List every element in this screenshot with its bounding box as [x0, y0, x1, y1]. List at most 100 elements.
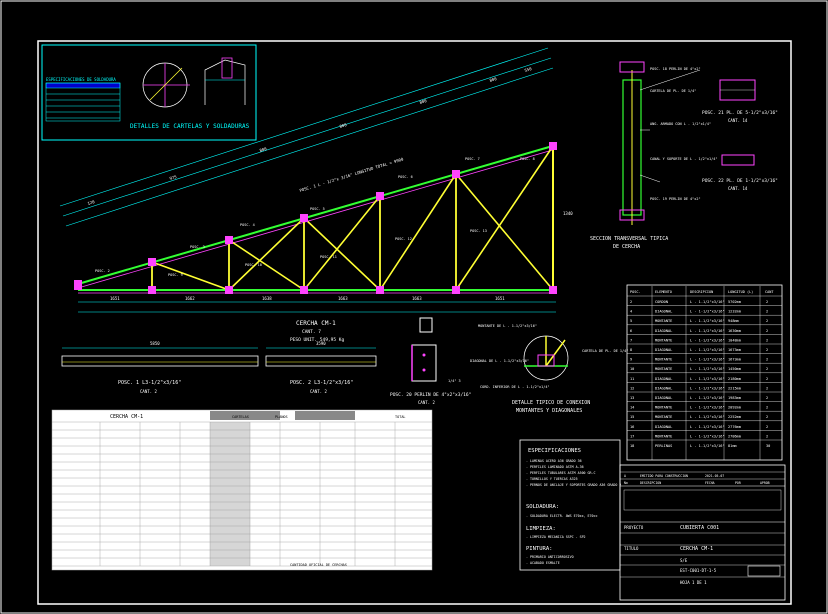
dim-top-label: 975 — [169, 174, 178, 181]
diagonal-member — [455, 173, 554, 291]
el-cell: 2 — [630, 300, 632, 304]
el-cell: 11 — [630, 377, 634, 381]
svg-text:2021-05-07: 2021-05-07 — [705, 474, 724, 478]
el-cell: 8 — [630, 348, 632, 352]
el-cell: CORDON — [655, 300, 668, 304]
member-label: POSC. 4 — [240, 223, 255, 227]
dim-top-label: 120 — [87, 199, 96, 206]
gusset-nodes — [74, 142, 557, 294]
dim-bottom-label: 1663 — [412, 296, 422, 301]
plate-detail-2: POSC. 22 PL. DE 1-1/2"x3/16" CANT. 14 — [702, 154, 778, 191]
el-cell: 948mm — [728, 319, 739, 323]
svg-text:APROB: APROB — [760, 481, 770, 485]
el-cell: 81mm — [728, 444, 737, 448]
member-label: POSC. 9 — [168, 273, 183, 277]
svg-text:TITULO: TITULO — [624, 546, 639, 551]
svg-text:LONGITUD (L): LONGITUD (L) — [728, 290, 753, 294]
el-cell: 1232mm — [728, 310, 741, 314]
svg-text:PROYECTO: PROYECTO — [624, 525, 644, 530]
svg-text:POSC.: POSC. — [630, 290, 641, 294]
el-cell: DIAGONAL — [655, 329, 672, 333]
truss-weight: PESO UNIT. 549,95 Kg — [290, 337, 344, 343]
top-chord-label: POSC. 1 L - 1/2"x 3/16" LONGITUD TOTAL =… — [299, 156, 405, 193]
el-cell: L - 1-1/2"x3/16" — [690, 310, 725, 314]
plate-detail-1: POSC. 21 PL. DE 5-1/2"x3/16" CANT. 14 — [702, 79, 778, 123]
posc2-label: POSC. 2 L3-1/2"x3/16" — [290, 380, 353, 386]
el-cell: MONTANTE — [655, 338, 672, 342]
diagonal-member — [228, 239, 305, 291]
el-cell: 17 — [630, 434, 634, 438]
el-cell: 2 — [766, 415, 768, 419]
el-cell: 2 — [766, 310, 768, 314]
svg-text:CANT. 14: CANT. 14 — [728, 186, 748, 191]
svg-text:- PERFILES TUBULARES ASTM A500: - PERFILES TUBULARES ASTM A500 GR.C — [526, 471, 595, 475]
el-cell: L - 1-1/2"x3/16" — [690, 348, 725, 352]
el-cell: 14 — [630, 406, 634, 410]
posc1-label: POSC. 1 L3-1/2"x3/16" — [118, 380, 181, 386]
el-cell: 10 — [630, 367, 634, 371]
el-cell: 16 — [630, 425, 634, 429]
svg-text:- SOLDADURA ELECTR. AWS E70xx,: - SOLDADURA ELECTR. AWS E70xx, E70cc — [526, 514, 597, 518]
quantities-table: CERCHA CM-1 CARTELAS PLANOS TOTAL CANTID… — [51, 409, 433, 571]
el-cell: DIAGONAL — [655, 425, 672, 429]
el-cell: 2786mm — [728, 434, 741, 438]
connection-detail: MONTANTE DE L - 1-1/2"x3/16" DIAGONAL DE… — [470, 324, 628, 414]
svg-text:CANT: CANT — [765, 290, 774, 294]
el-cell: 1048mm — [728, 338, 741, 342]
el-cell: DIAGONAL — [655, 386, 672, 390]
el-cell: DIAGONAL — [655, 396, 672, 400]
el-cell: 2 — [766, 319, 768, 323]
el-cell: DIAGONAL — [655, 348, 672, 352]
svg-text:DESCRIPCION: DESCRIPCION — [690, 290, 713, 294]
el-cell: 2 — [766, 300, 768, 304]
member-label: POSC. 8 — [520, 157, 535, 161]
svg-text:No: No — [624, 481, 628, 485]
el-cell: 13 — [630, 396, 634, 400]
svg-text:- LIMPIEZA MECANICA SSPC - SP2: - LIMPIEZA MECANICA SSPC - SP2 — [526, 535, 586, 539]
dim-bottom-label: 1663 — [338, 296, 348, 301]
el-cell: 18 — [630, 444, 634, 448]
diagonal-member — [455, 145, 554, 291]
weld-table — [45, 82, 121, 122]
section-note: POSC. 19 PERLIN DE 4"x2" — [650, 197, 701, 201]
svg-text:FECHA: FECHA — [705, 481, 715, 485]
el-cell: 6 — [630, 329, 632, 333]
el-cell: PERLINAS — [655, 444, 672, 448]
member-label: POSC. 13 — [470, 229, 487, 233]
dim-top-label: 800 — [419, 98, 428, 105]
svg-text:POR: POR — [735, 481, 741, 485]
angle-details: 5850 POSC. 1 L3-1/2"x3/16" CANT. 2 3590 … — [61, 317, 471, 405]
el-cell: 30 — [766, 444, 770, 448]
connection-subtitle: MONTANTES Y DIAGONALES — [516, 408, 582, 414]
section-note: ANG. ARMADO CON L - 1/2"x1/4" — [650, 122, 711, 126]
el-cell: 2180mm — [728, 377, 741, 381]
el-cell: 1450mm — [728, 367, 741, 371]
el-cell: 2 — [766, 329, 768, 333]
dim-bottom-label: 1662 — [185, 296, 195, 301]
dim-top-label: 800 — [259, 146, 268, 153]
el-cell: 2 — [766, 377, 768, 381]
truss-title: CERCHA CM-1 — [296, 320, 336, 327]
el-cell: 2 — [766, 406, 768, 410]
section-note: CANAL Y SOPORTE DE L - 1/2"x1/4" — [650, 157, 717, 161]
svg-text:EMITIDO PARA CONSTRUCCION: EMITIDO PARA CONSTRUCCION — [640, 474, 688, 478]
svg-text:CARTELA DE PL. DE 1/4": CARTELA DE PL. DE 1/4" — [582, 349, 628, 353]
el-cell: L - 1-1/2"x3/16" — [690, 329, 725, 333]
elements-table: POSC. ELEMENTO DESCRIPCION LONGITUD (L) … — [626, 284, 783, 461]
svg-text:- TORNILLOS Y TUERCAS A325: - TORNILLOS Y TUERCAS A325 — [526, 477, 578, 481]
dim-top-label: 800 — [489, 76, 498, 83]
svg-text:ELEMENTO: ELEMENTO — [655, 290, 672, 294]
el-cell: 12 — [630, 386, 634, 390]
el-cell: L - 1-1/2"x3/16" — [690, 425, 725, 429]
svg-text:- PERFILES LAMINADO ASTM A-36: - PERFILES LAMINADO ASTM A-36 — [526, 465, 584, 469]
quantities-totals: CANTIDAD OFICIAL DE CERCHAS — [290, 563, 347, 567]
detail-box: DETALLES DE CARTELAS Y SOLDADURAS ESPECI… — [41, 44, 257, 141]
quantities-title: CERCHA CM-1 — [110, 414, 143, 420]
el-cell: MONTANTE — [655, 406, 672, 410]
svg-text:DIAGONAL DE L - 1-1/2"x3/16": DIAGONAL DE L - 1-1/2"x3/16" — [470, 359, 529, 363]
el-cell: L - 1-1/2"x3/16" — [690, 386, 725, 390]
dim-bottom-label: 1638 — [262, 296, 272, 301]
el-cell: 2 — [766, 434, 768, 438]
el-cell: 2776mm — [728, 425, 741, 429]
